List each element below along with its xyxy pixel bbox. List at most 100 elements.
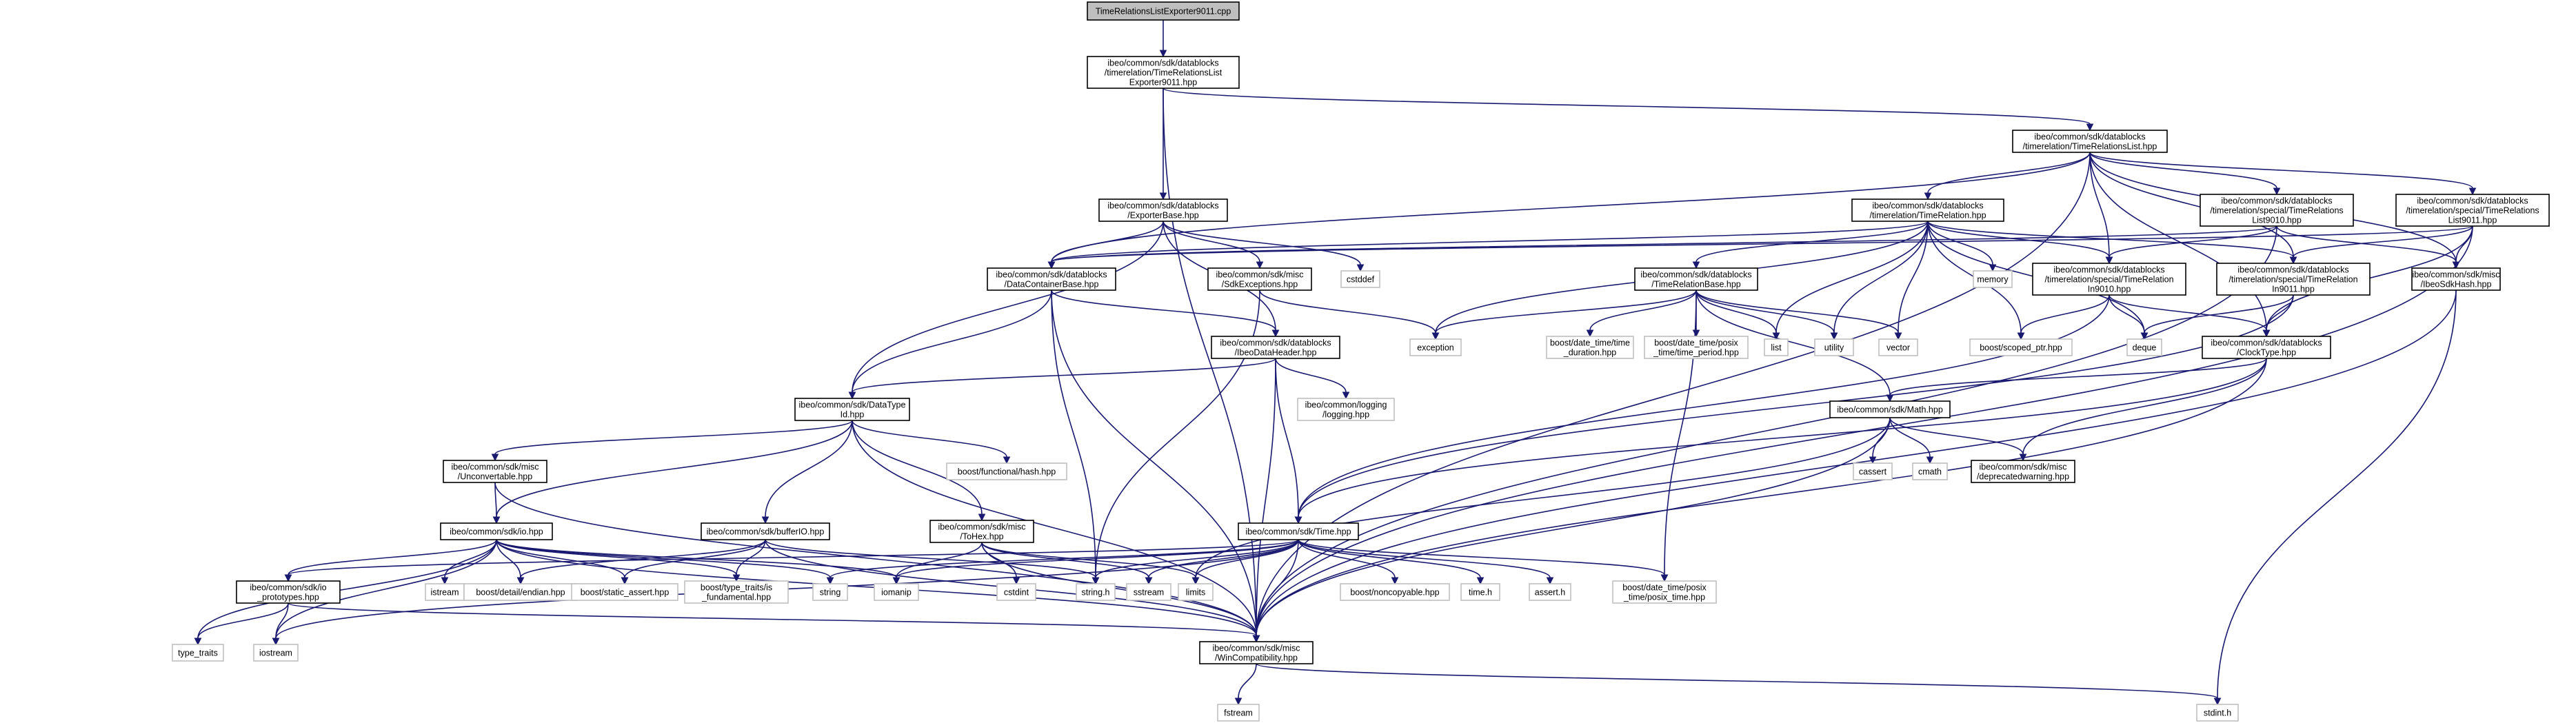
node-box [425,583,465,601]
edge-clocktype-to-time [1294,358,2267,525]
node-btperiod[interactable]: boost/date_time/posix_time/time_period.h… [1644,336,1749,359]
edge-expbase-to-dcb [1047,221,1164,269]
node-unconv[interactable]: ibeo/common/sdk/misc/Unconvertable.hpp [443,460,547,483]
node-btduration[interactable]: boost/date_time/time_duration.hpp [1546,336,1634,359]
node-fstream[interactable]: fstream [1217,704,1260,722]
node-cassert[interactable]: cassert [1853,462,1893,480]
node-trl9010[interactable]: ibeo/common/sdk/datablocks/timerelation/… [2200,194,2354,227]
node-label: /DataContainerBase.hpp [1005,280,1099,289]
node-label: ibeo/common/sdk/datablocks [2237,265,2348,275]
node-datahdr[interactable]: ibeo/common/sdk/datablocks/IbeoDataHeade… [1211,336,1340,359]
node-label: ibeo/common/sdk/bufferIO.hpp [707,527,825,537]
node-timerel[interactable]: ibeo/common/sdk/datablocks/timerelation/… [1851,198,2004,222]
node-box [1409,338,1462,356]
node-wincompat[interactable]: ibeo/common/sdk/misc/WinCompatibility.hp… [1199,641,1314,664]
node-label: _time/posix_time.hpp [1623,593,1705,602]
edge-trlist-to-trin9010 [2089,152,2113,265]
node-cstddef[interactable]: cstddef [1340,270,1380,288]
edge-expbase-to-cstddef [1163,221,1365,272]
node-box [794,398,910,421]
node-box [1217,704,1260,722]
node-exception[interactable]: exception [1409,338,1462,356]
node-tohex[interactable]: ibeo/common/sdk/misc/ToHex.hpp [929,520,1034,543]
node-posixtime[interactable]: boost/date_time/posix_time/posix_time.hp… [1612,580,1717,604]
node-fundamental[interactable]: boost/type_traits/is_fundamental.hpp [684,580,789,604]
node-deprecated[interactable]: ibeo/common/sdk/misc/deprecatedwarning.h… [1971,460,2075,483]
node-box [2012,130,2168,153]
node-list[interactable]: list [1764,338,1789,356]
node-trl9011[interactable]: ibeo/common/sdk/datablocks/timerelation/… [2395,194,2550,227]
graph-edges [194,19,2477,706]
node-label: ibeo/common/sdk/datablocks [1107,201,1218,211]
node-root[interactable]: TimeRelationsListExporter9011.cpp [1087,1,1240,21]
node-string[interactable]: string [812,583,848,601]
node-box [236,580,341,604]
node-logging[interactable]: ibeo/common/logging/logging.hpp [1297,398,1395,421]
node-memory[interactable]: memory [1973,270,2013,288]
node-exp9011[interactable]: ibeo/common/sdk/datablocks/timerelation/… [1087,56,1240,89]
node-box [701,522,830,540]
node-sstream[interactable]: sstream [1126,583,1171,601]
node-label: /timerelation/TimeRelation.hpp [1869,211,1986,221]
node-iostream[interactable]: iostream [253,644,299,662]
node-box [1199,641,1314,664]
node-trin9010[interactable]: ibeo/common/sdk/datablocks/timerelation/… [2032,263,2186,296]
node-expbase[interactable]: ibeo/common/sdk/datablocks/ExporterBase.… [1098,198,1228,222]
node-box [2196,704,2239,722]
node-noncopyable[interactable]: boost/noncopyable.hpp [1340,583,1450,601]
node-box [1853,462,1893,480]
node-box [996,583,1036,601]
node-cmath[interactable]: cmath [1912,462,1948,480]
node-scopedptr[interactable]: boost/scoped_ptr.hpp [1969,338,2073,356]
edge-timerel-to-trin9010 [1927,221,2113,265]
node-ioproto[interactable]: ibeo/common/sdk/io_prototypes.hpp [236,580,341,604]
node-label: ibeo/common/sdk/datablocks [2221,196,2332,206]
node-trlist[interactable]: ibeo/common/sdk/datablocks/timerelation/… [2012,130,2168,153]
node-clocktype[interactable]: ibeo/common/sdk/datablocks/ClockType.hpp [2202,336,2331,359]
node-asserth[interactable]: assert.h [1529,583,1571,601]
edge-io-to-istream [441,539,497,585]
node-istream[interactable]: istream [425,583,465,601]
node-io[interactable]: ibeo/common/sdk/io.hpp [440,522,553,540]
node-cstdint[interactable]: cstdint [996,583,1036,601]
edge-math-to-limits [1191,417,1891,585]
node-limits[interactable]: limits [1178,583,1214,601]
node-bufferio[interactable]: ibeo/common/sdk/bufferIO.hpp [701,522,830,540]
node-stringh[interactable]: string.h [1076,583,1116,601]
node-label: ibeo/common/sdk/datablocks [996,270,1107,280]
edge-clocktype-to-math [1886,358,2267,403]
node-staticassert[interactable]: boost/static_assert.hpp [571,583,678,601]
edge-trbase-to-vector [1695,289,1902,340]
node-endian[interactable]: boost/detail/endian.hpp [463,583,578,601]
node-deque[interactable]: deque [2126,338,2162,356]
node-utility[interactable]: utility [1814,338,1854,356]
edge-ioproto-to-wincompat [288,602,1260,643]
edge-time-to-timeh [1298,539,1485,585]
node-vector[interactable]: vector [1878,338,1918,356]
node-label: ibeo/common/sdk/datablocks [1640,270,1751,280]
node-timeh[interactable]: time.h [1460,583,1500,601]
node-bfhash[interactable]: boost/functional/hash.hpp [946,462,1067,480]
edge-trbase-to-exception [1431,289,1697,340]
node-trin9011[interactable]: ibeo/common/sdk/datablocks/timerelation/… [2216,263,2371,296]
node-label: stdint.h [2204,709,2231,718]
node-typetraits[interactable]: type_traits [172,644,224,662]
node-trbase[interactable]: ibeo/common/sdk/datablocks/TimeRelationB… [1634,267,1758,291]
node-math[interactable]: ibeo/common/sdk/Math.hpp [1829,400,1951,418]
node-iomanip[interactable]: iomanip [874,583,919,601]
edge-datahdr-to-logging [1275,358,1350,400]
node-label: boost/date_time/posix [1654,338,1738,348]
node-label: boost/scoped_ptr.hpp [1980,343,2062,353]
edge-trbase-to-btduration [1586,289,1697,338]
node-sdkhash[interactable]: ibeo/common/sdk/misc/IbeoSdkHash.hpp [2411,267,2501,291]
node-time[interactable]: ibeo/common/sdk/Time.hpp [1238,522,1359,540]
edge-trin9011-to-clocktype [2262,294,2294,338]
node-stdinth[interactable]: stdint.h [2196,704,2239,722]
node-label: _time/time_period.hpp [1653,348,1739,358]
node-box [1764,338,1789,356]
node-dcb[interactable]: ibeo/common/sdk/datablocks/DataContainer… [987,267,1116,291]
node-label: boost/date_time/time [1550,338,1630,348]
node-sdkexc[interactable]: ibeo/common/sdk/misc/SdkExceptions.hpp [1207,267,1312,291]
node-label: /Unconvertable.hpp [458,472,532,482]
